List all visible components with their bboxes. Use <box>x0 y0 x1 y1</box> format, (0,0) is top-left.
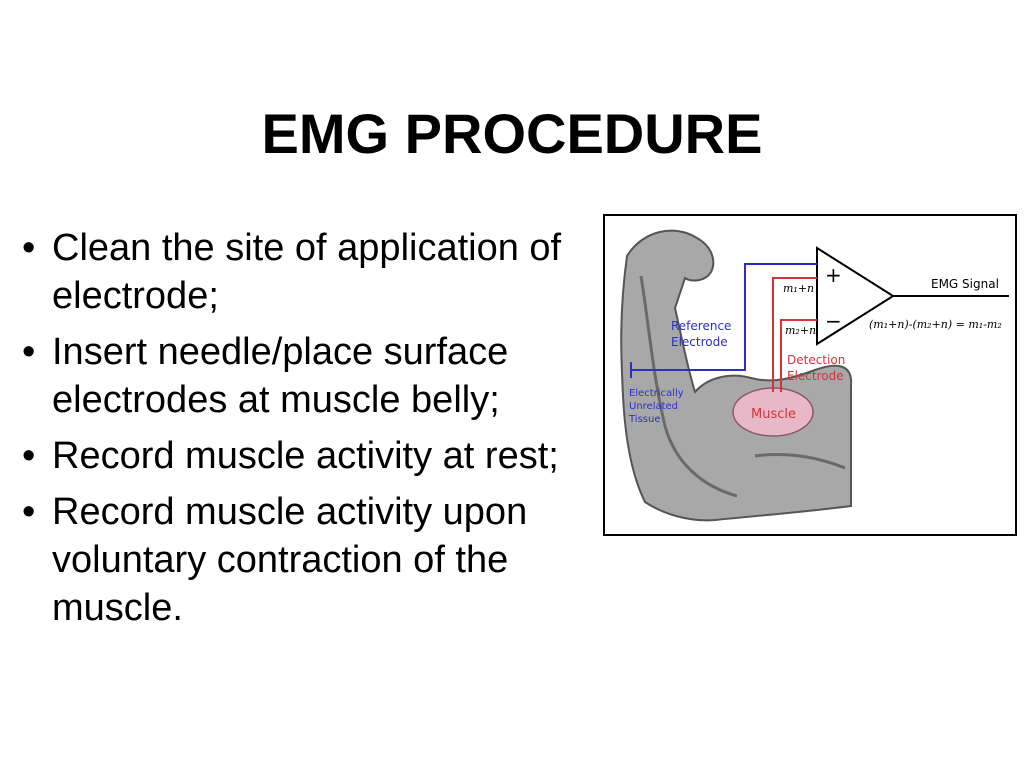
bullet-dot-icon: • <box>22 435 36 477</box>
bullet-list: • Clean the site of application of elect… <box>18 224 608 640</box>
arm-shading <box>754 453 846 470</box>
detection-wire-plus <box>772 277 817 392</box>
reference-electrode-label: Reference <box>671 319 731 333</box>
bullet-item: • Record muscle activity upon voluntary … <box>18 488 608 632</box>
bullet-item: • Record muscle activity at rest; <box>18 432 608 480</box>
bullet-dot-icon: • <box>22 227 36 269</box>
equation-label: (m₁+n)-(m₂+n) = m₁-m₂ <box>869 318 1002 331</box>
bullet-item: • Clean the site of application of elect… <box>18 224 608 320</box>
electrically-unrelated-label: Unrelated <box>629 401 678 412</box>
bullet-text: Record muscle activity at rest; <box>52 435 559 477</box>
emg-diagram: + − EMG Signal (m₁+n)-(m₂+n) = m₁-m₂ Ref… <box>620 229 1009 522</box>
electrically-unrelated-label: Electrically <box>629 388 684 399</box>
detection-electrode-label: Electrode <box>787 369 844 383</box>
bullet-dot-icon: • <box>22 491 36 533</box>
slide-title: EMG PROCEDURE <box>261 102 763 165</box>
bullet-text: Record muscle activity upon voluntary co… <box>52 491 528 629</box>
bullet-text: Clean the site of application of electro… <box>52 227 562 317</box>
amplifier-minus-label: − <box>825 309 842 333</box>
bullet-text: Insert needle/place surface electrodes a… <box>52 331 509 421</box>
bullet-item: • Insert needle/place surface electrodes… <box>18 328 608 424</box>
electrically-unrelated-label: Tissue <box>628 414 661 425</box>
bullet-dot-icon: • <box>22 331 36 373</box>
muscle-label: Muscle <box>751 407 796 422</box>
arm-shading <box>639 275 738 498</box>
amplifier-plus-label: + <box>825 263 842 287</box>
input-plus-label: m₁+n <box>783 282 814 295</box>
amplifier-icon <box>816 246 895 346</box>
reference-wire <box>631 263 817 371</box>
detection-wire-minus <box>780 319 817 392</box>
input-minus-label: m₂+n <box>785 324 816 337</box>
reference-electrode-label: Electrode <box>671 335 728 349</box>
detection-electrode-label: Detection <box>787 353 845 367</box>
arm-illustration <box>620 229 853 522</box>
emg-diagram-frame: + − EMG Signal (m₁+n)-(m₂+n) = m₁-m₂ Ref… <box>603 214 1017 536</box>
emg-signal-label: EMG Signal <box>931 277 999 291</box>
